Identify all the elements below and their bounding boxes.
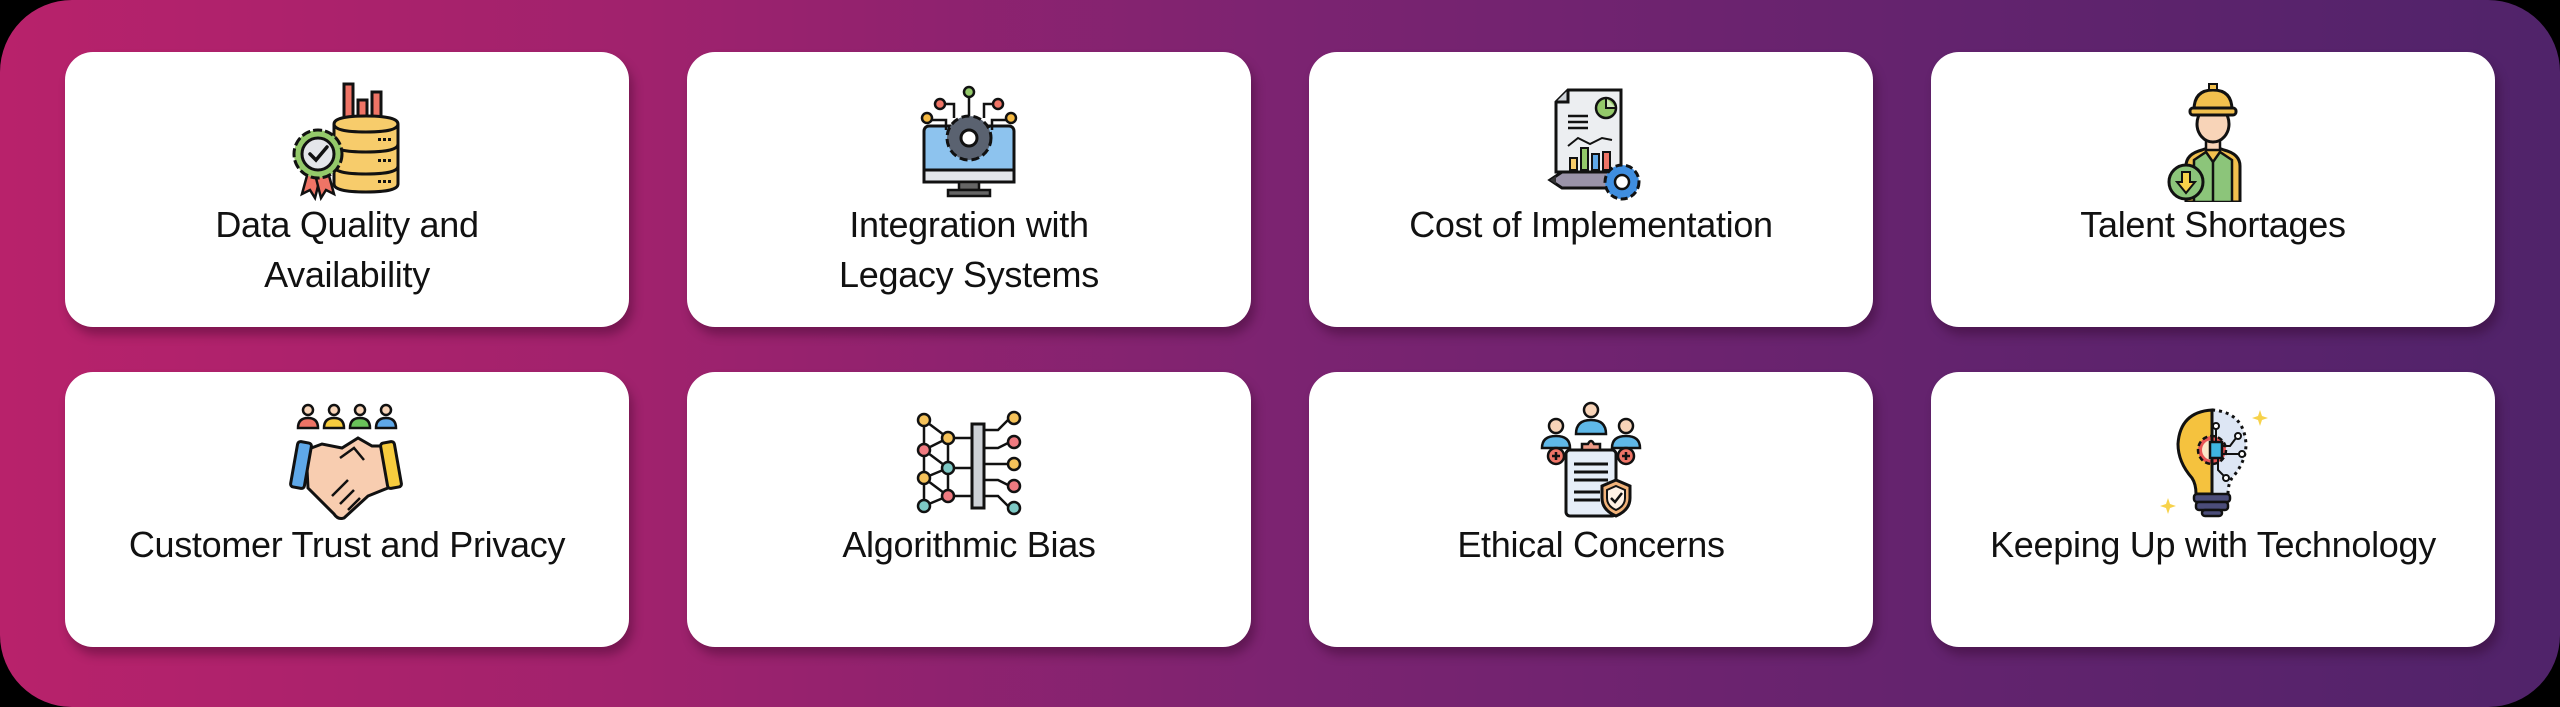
neural-network-icon [904, 400, 1034, 522]
integration-icon [904, 80, 1034, 202]
card-algorithmic-bias: Algorithmic Bias [687, 372, 1251, 647]
card-customer-trust: Customer Trust and Privacy [65, 372, 629, 647]
card-label: Keeping Up with Technology [1990, 524, 2436, 565]
card-label: Ethical Concerns [1457, 524, 1725, 565]
card-label: Algorithmic Bias [842, 524, 1096, 565]
card-label: Customer Trust and Privacy [128, 524, 566, 565]
card-integration: Integration with Legacy Systems [687, 52, 1251, 327]
card-label: Cost of Implementation [1409, 204, 1773, 245]
data-quality-icon [282, 80, 412, 202]
card-label: Talent Shortages [2080, 204, 2346, 245]
ethics-clipboard-icon [1526, 400, 1656, 522]
card-ethical-concerns: Ethical Concerns [1309, 372, 1873, 647]
card-label: Integration with Legacy Systems [839, 204, 1099, 295]
card-talent: Talent Shortages [1931, 52, 2495, 327]
card-label: Data Quality and Availability [215, 204, 479, 295]
card-data-quality: Data Quality and Availability [65, 52, 629, 327]
cost-report-icon [1526, 80, 1656, 202]
card-keeping-up: Keeping Up with Technology [1931, 372, 2495, 647]
handshake-icon [282, 400, 412, 522]
tech-bulb-icon [2148, 400, 2278, 522]
worker-shortage-icon [2148, 80, 2278, 202]
card-cost: Cost of Implementation [1309, 52, 1873, 327]
